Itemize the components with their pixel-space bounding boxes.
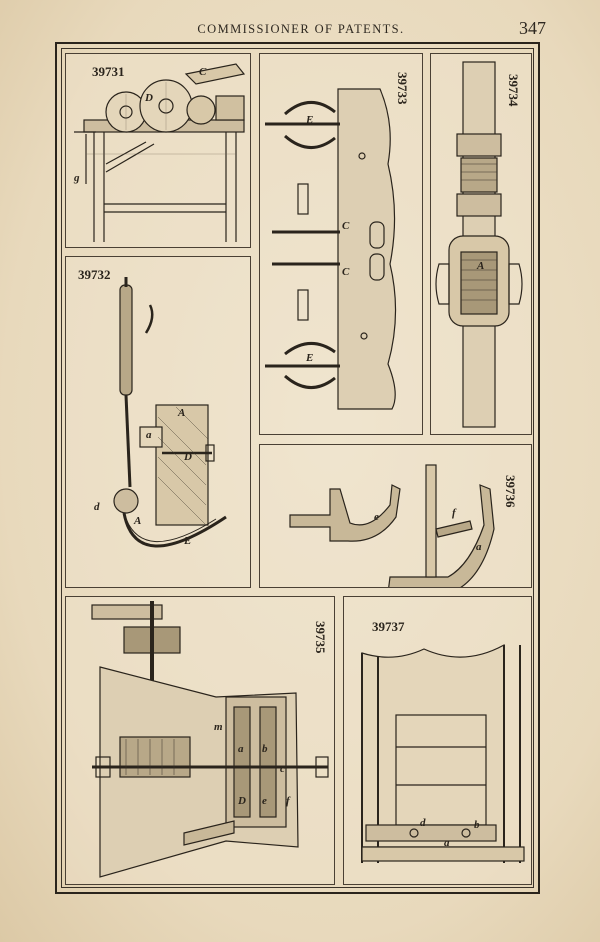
figure-label-letter: a xyxy=(238,743,244,755)
figure-39737-drawing xyxy=(361,643,525,863)
figure-39737-panel: 39737 d a b xyxy=(343,596,532,885)
figure-number: 39731 xyxy=(92,64,125,79)
figure-label-letter: f xyxy=(286,795,290,807)
figure-39735-drawing xyxy=(91,601,329,878)
figure-number: 39733 xyxy=(395,72,410,105)
figure-39734-drawing xyxy=(435,61,523,428)
figure-label-letter: g xyxy=(74,172,80,184)
figure-label-letter: C xyxy=(199,66,207,78)
figure-label-letter: e xyxy=(374,511,379,523)
figure-39735-panel: 39735 m a b c D e f xyxy=(65,596,335,885)
figure-label-letter: a xyxy=(476,541,482,553)
figure-39736-drawing xyxy=(289,464,495,587)
page-number: 347 xyxy=(519,18,546,38)
figure-label-letter: D xyxy=(184,451,192,463)
figure-number: 39735 xyxy=(313,621,328,654)
figure-number: 39732 xyxy=(78,267,111,282)
figure-label-letter: m xyxy=(214,721,223,733)
figure-label-letter: E xyxy=(306,114,314,126)
figure-label-letter: e xyxy=(262,795,267,807)
figure-39731-panel: 39731 C D g xyxy=(65,53,251,248)
figure-label-letter: d xyxy=(94,501,100,513)
figure-39734-panel: 39734 A xyxy=(430,53,532,435)
plate-inner-border xyxy=(61,48,534,888)
running-header-title: COMMISSIONER OF PATENTS. xyxy=(197,22,405,36)
figure-39736-panel: 39736 e f a xyxy=(259,444,532,588)
figure-39732-drawing xyxy=(113,277,227,548)
figure-label-letter: A xyxy=(477,260,485,272)
figure-label-letter: E xyxy=(184,535,192,547)
plate-outer-border xyxy=(55,42,540,894)
figure-number: 39736 xyxy=(503,475,518,508)
figure-label-letter: b xyxy=(262,743,268,755)
figure-label-letter: a xyxy=(444,837,450,849)
figure-number: 39737 xyxy=(372,619,405,634)
figure-label-letter: f xyxy=(452,507,456,519)
figure-label-letter: E xyxy=(306,352,314,364)
figure-39731-drawing xyxy=(74,63,246,242)
figure-label-letter: D xyxy=(145,92,153,104)
figure-number: 39734 xyxy=(506,74,521,107)
figure-label-letter: C xyxy=(342,266,350,278)
figure-label-letter: D xyxy=(238,795,246,807)
figure-label-letter: A xyxy=(134,515,142,527)
figure-39733-panel: 39733 E C C E xyxy=(259,53,423,435)
figure-39733-drawing xyxy=(265,88,397,410)
figure-39732-panel: 39732 A a D A E d xyxy=(65,256,251,588)
figure-label-letter: A xyxy=(178,407,186,419)
figure-label-letter: c xyxy=(280,763,285,775)
figure-label-letter: a xyxy=(146,429,152,441)
figure-label-letter: d xyxy=(420,817,426,829)
figure-label-letter: C xyxy=(342,220,350,232)
figure-label-letter: b xyxy=(474,819,480,831)
